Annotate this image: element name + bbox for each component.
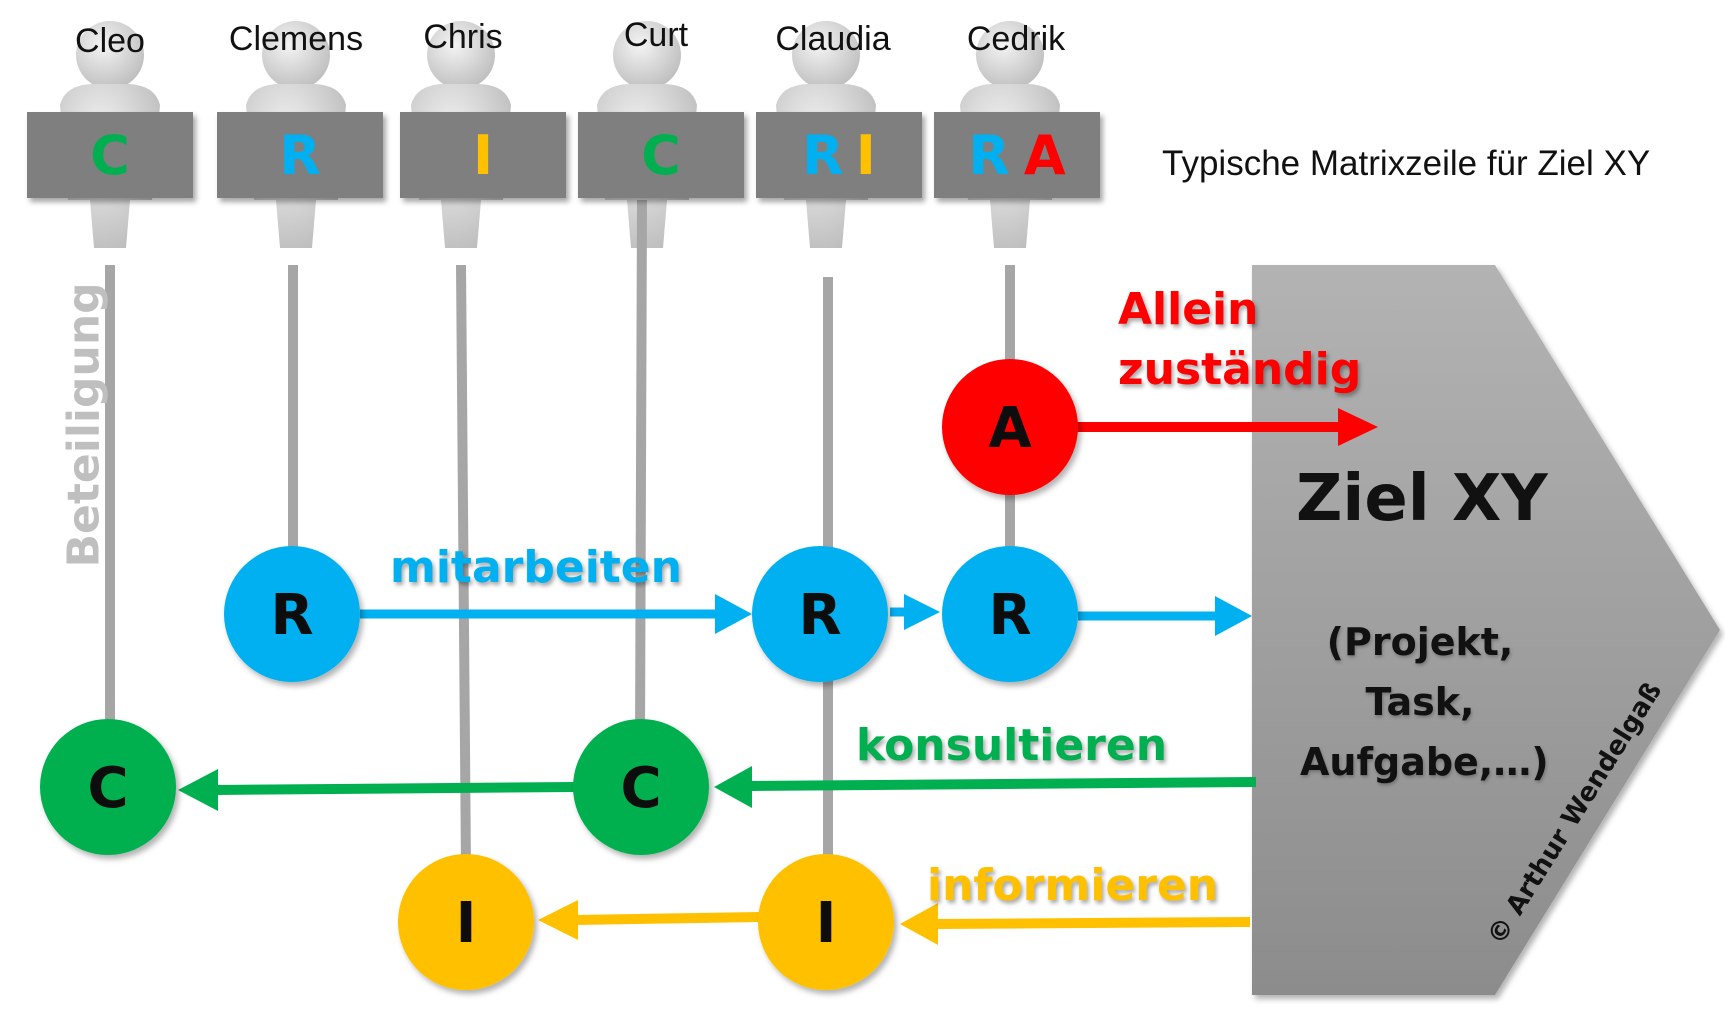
consulted-label: konsultieren [856, 720, 1168, 771]
role-letter-clemens-r: R [279, 123, 321, 187]
circle-letter-r-clemens: R [270, 583, 313, 648]
role-sign-cedrik: R A [934, 112, 1100, 198]
participation-axis-label: Beteiligung [58, 282, 110, 568]
arrow-accountable [1075, 408, 1378, 446]
circle-letter-i-claudia: I [816, 891, 837, 956]
role-sign-curt: C [578, 112, 744, 198]
role-sign-chris: I [400, 112, 566, 198]
circle-r-claudia: R [752, 546, 888, 682]
goal-detail: (Projekt, Task, Aufgabe,…) [1300, 612, 1549, 792]
person-name-chris: Chris [423, 18, 503, 56]
person-name-clemens: Clemens [228, 20, 364, 58]
line-curt [635, 199, 647, 741]
role-letter-curt-c: C [641, 123, 681, 187]
circle-a-cedrik: A [942, 359, 1078, 495]
circle-letter-r-claudia: R [798, 583, 841, 648]
goal-title: Ziel XY [1296, 462, 1548, 536]
arrow-informed [538, 900, 1251, 945]
person-name-cleo: Cleo [75, 22, 145, 60]
circle-r-cedrik: R [942, 546, 1078, 682]
circle-c-curt: C [573, 719, 709, 855]
informed-label: informieren [927, 860, 1219, 911]
circle-letter-i-chris: I [456, 891, 477, 956]
accountable-label: Allein zuständig [1118, 280, 1361, 400]
person-name-curt: Curt [623, 16, 689, 54]
role-letter-claudia-i: I [855, 123, 876, 187]
role-sign-cleo: C [27, 112, 193, 198]
role-letter-cedrik-r: R [968, 123, 1010, 187]
responsible-label: mitarbeiten [390, 542, 682, 593]
circle-i-chris: I [398, 854, 534, 990]
person-name-claudia: Claudia [775, 20, 891, 58]
arrow-responsible [360, 594, 1252, 636]
circle-c-cleo: C [40, 719, 176, 855]
role-sign-clemens: R [217, 112, 383, 198]
accountable-label-line1: Allein [1118, 284, 1259, 335]
arrow-consulted [178, 766, 1257, 811]
role-sign-claudia: R I [756, 112, 922, 198]
matrix-row-caption: Typische Matrixzeile für Ziel XY [1162, 144, 1651, 183]
role-letter-cleo-c: C [90, 123, 130, 187]
goal-detail-line1: (Projekt, [1326, 620, 1514, 664]
circle-r-clemens: R [224, 546, 360, 682]
role-letter-cedrik-a: A [1023, 123, 1066, 187]
circle-letter-r-cedrik: R [988, 583, 1031, 648]
person-name-cedrik: Cedrik [966, 20, 1066, 58]
circle-letter-c-curt: C [620, 756, 661, 821]
accountable-label-line2: zuständig [1118, 344, 1362, 395]
goal-shape [1252, 265, 1720, 995]
role-letter-chris-i: I [472, 123, 494, 187]
circle-letter-a-cedrik: A [988, 396, 1032, 461]
goal-detail-line2: Task, [1365, 680, 1475, 724]
role-letter-claudia-r: R [802, 123, 844, 187]
goal-detail-line3: Aufgabe,…) [1300, 740, 1549, 784]
line-chris [456, 264, 471, 871]
circle-i-claudia: I [758, 854, 894, 990]
circle-letter-c-cleo: C [87, 756, 128, 821]
